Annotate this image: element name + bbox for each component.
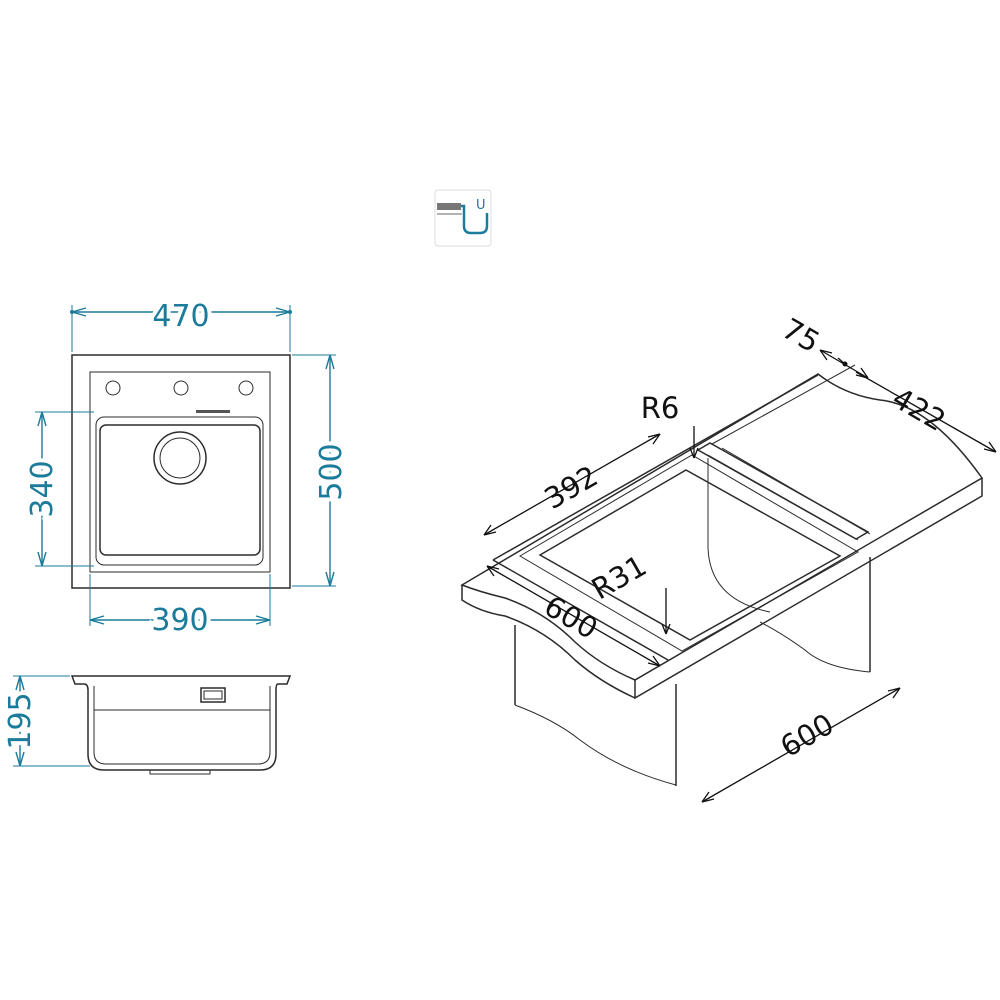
u-trap-icon-label: U — [476, 198, 486, 213]
dim-bowl-depth: 340 — [25, 460, 60, 517]
dim-overall-width: 470 — [152, 299, 209, 334]
dim-right-length: 422 — [887, 381, 952, 438]
dim-corner-radius-small: R6 — [641, 391, 680, 425]
dim-overall-depth: 500 — [314, 443, 349, 500]
dim-bowl-width: 390 — [151, 603, 208, 638]
top-view: 470 500 340 390 — [21, 295, 353, 642]
dim-height: 195 — [3, 692, 38, 749]
dim-deck-width: 75 — [777, 311, 826, 359]
isometric-view: 75 422 R6 392 R31 600 600 — [460, 311, 997, 803]
dim-corner-radius-large: R31 — [586, 548, 652, 606]
u-trap-icon: U — [434, 189, 492, 247]
side-view: 195 — [0, 675, 292, 775]
